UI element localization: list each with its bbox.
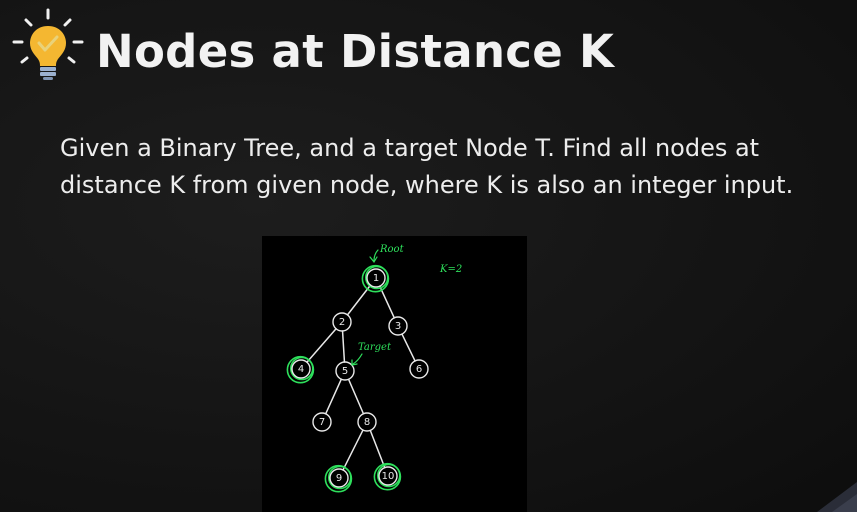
tree-edge [401,333,416,362]
tree-node-4: 4 [286,355,315,384]
k-value-label: K=2 [439,264,462,275]
tree-edge [369,429,386,469]
tree-node-2: 2 [332,312,352,332]
tree-edge [346,284,372,316]
problem-description: Given a Binary Tree, and a target Node T… [60,134,794,199]
node-circle [357,412,377,432]
tree-nodes: 1 2 3 4 5 6 7 8 9 10 [286,264,429,493]
tree-edge [347,378,365,415]
tree-node-6: 6 [409,359,429,379]
tree-node-10: 10 [373,462,402,491]
target-annotation: Target [351,342,392,366]
node-label: 3 [395,321,401,332]
node-label: 7 [319,417,325,428]
node-circle [291,359,311,379]
tree-node-9: 9 [324,464,353,493]
highlight-ring [328,465,352,490]
tree-edge [378,285,396,319]
node-label: 5 [342,366,348,377]
node-label: 4 [298,364,304,375]
node-circle [332,312,352,332]
tree-edge [324,378,343,415]
lightbulb-icon [12,8,84,80]
svg-text:Target: Target [358,342,392,353]
node-circle [409,359,429,379]
binary-tree-diagram: 1 2 3 4 5 6 7 8 9 10 Root Target K=2 [262,236,527,512]
tree-edges [306,284,416,471]
highlight-ring [289,356,314,381]
node-label: 8 [364,417,370,428]
tree-node-7: 7 [312,412,332,432]
node-label: 2 [339,317,345,328]
tree-node-1: 1 [361,264,390,293]
node-label: 1 [373,273,379,284]
tree-edge [342,429,364,471]
highlight-ring [365,265,389,290]
svg-text:Root: Root [379,244,405,255]
tree-edge [341,330,346,363]
node-circle [388,316,408,336]
tree-node-8: 8 [357,412,377,432]
highlight-ring [377,463,401,488]
node-label: 6 [416,364,422,375]
tree-edge [306,328,337,363]
node-circle [312,412,332,432]
node-label: 9 [336,473,342,484]
root-annotation: Root [369,244,405,264]
tree-node-5: 5 [335,361,355,381]
node-label: 10 [382,471,395,482]
node-circle [378,466,398,486]
page-title: Nodes at Distance K [96,25,615,78]
node-circle [329,468,349,488]
node-circle [366,268,386,288]
corner-decoration [817,482,857,512]
node-circle [335,361,355,381]
tree-node-3: 3 [388,316,408,336]
